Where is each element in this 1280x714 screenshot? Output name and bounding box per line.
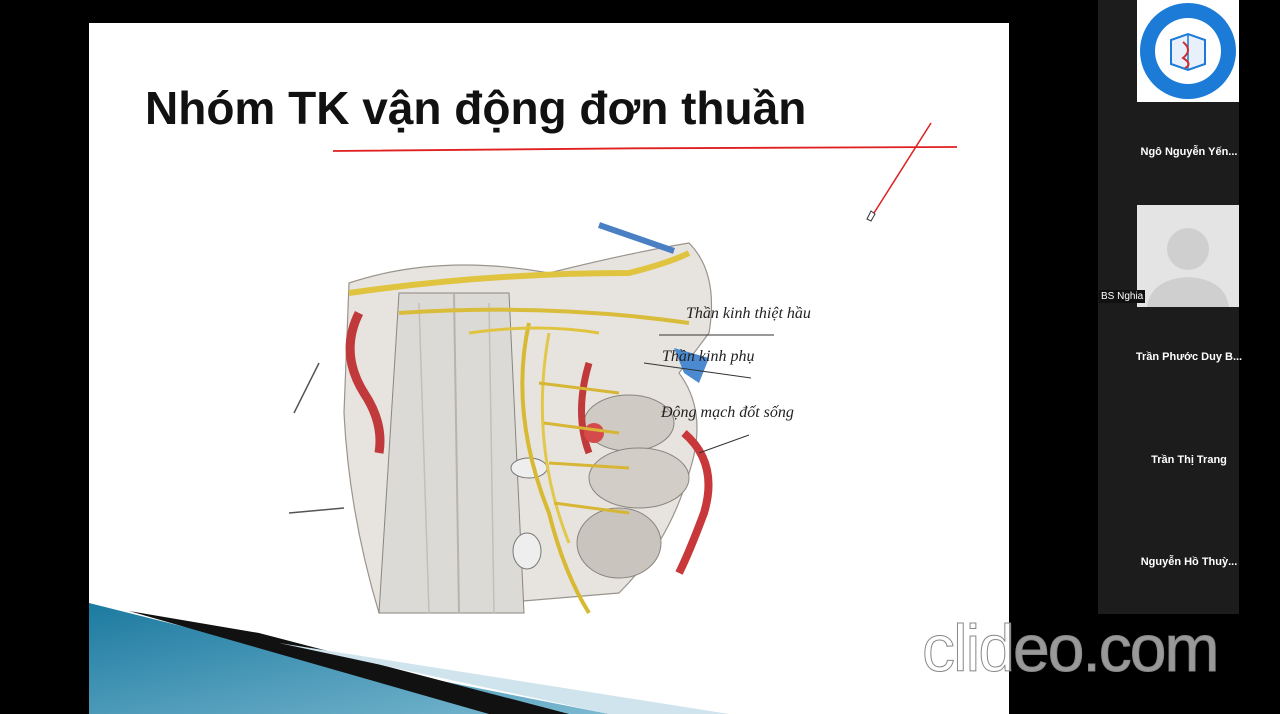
participants-panel (1098, 0, 1239, 614)
person-avatar-icon (1137, 205, 1239, 307)
anatomy-illustration (289, 222, 774, 615)
participant-video-tile[interactable] (1137, 205, 1239, 307)
pen-cursor-icon (866, 210, 876, 222)
label-vertebral-artery: Động mạch đốt sống (661, 404, 794, 421)
slide-title: Nhóm TK vận động đơn thuần (145, 82, 807, 134)
participant-name: Trần Thị Trang (1151, 454, 1227, 466)
participant-name-badge: BS Nghia (1099, 290, 1146, 303)
label-accessory-nerve: Thần kinh phụ (662, 348, 755, 365)
watermark: clideo.com (921, 611, 1219, 686)
participant-name: Ngô Nguyễn Yến... (1140, 146, 1238, 158)
presentation-slide: Nhóm TK vận động đơn thuần (89, 23, 1009, 714)
participant-video-tile[interactable] (1137, 0, 1239, 102)
participant-name: Nguyễn Hồ Thuỳ... (1140, 556, 1238, 568)
university-logo-icon (1140, 3, 1236, 99)
label-glossopharyngeal-nerve: Thần kinh thiệt hầu (686, 305, 811, 322)
participant-name: Trần Phước Duy B... (1135, 351, 1243, 363)
slide-decoration (89, 603, 729, 714)
